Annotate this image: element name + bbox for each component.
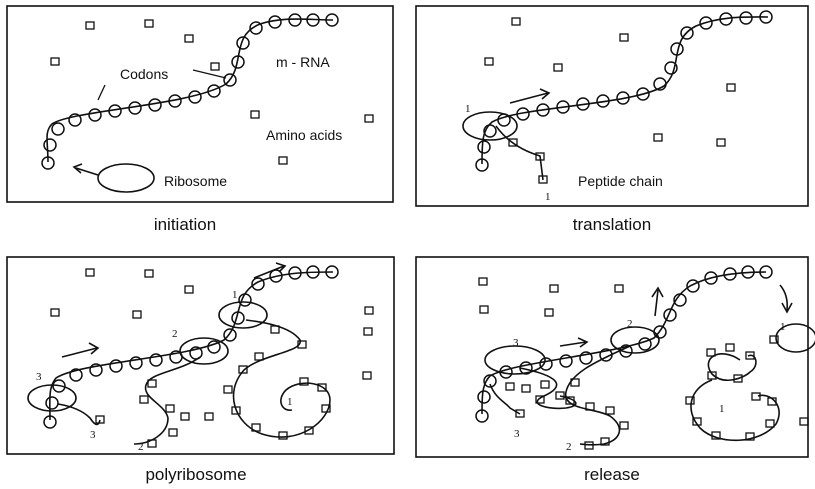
label-amino-acids: Amino acids (266, 127, 342, 143)
peptide-number: 3 (514, 428, 520, 440)
caption-translation: translation (573, 215, 651, 234)
label-mrna: m - RNA (276, 54, 330, 70)
peptide-residues (686, 344, 776, 440)
amino-acids (485, 18, 735, 146)
peptide-chain (234, 320, 330, 437)
peptide-residues (566, 379, 628, 449)
panel-initiation-text: Codons m - RNA Amino acids Ribosome init… (120, 54, 342, 234)
peptide-chain (58, 404, 100, 424)
codon-pointer (193, 70, 226, 78)
peptide-number: 2 (566, 441, 572, 453)
ribosome-number: 2 (172, 328, 178, 340)
peptide-residues (506, 381, 564, 403)
caption-initiation: initiation (154, 215, 216, 234)
panel-release-text: 3 2 1 3 2 1 release (513, 318, 786, 484)
ribosome-icon (611, 327, 659, 353)
codons (42, 14, 338, 169)
ribosome-number: 1 (780, 321, 786, 333)
peptide-chain (566, 346, 630, 445)
ribosome-number: 3 (36, 371, 42, 383)
panel-translation-text: 1 1 Peptide chain translation (465, 103, 663, 234)
peptide-number: 1 (545, 191, 551, 203)
panel-release (416, 257, 815, 457)
ribosome-icon (463, 112, 517, 140)
ribosome-icon (98, 164, 154, 192)
peptide-number: 3 (90, 429, 96, 441)
ribosome-icon (485, 346, 545, 374)
ribosome-number: 2 (627, 318, 633, 330)
codon-pointer (98, 85, 105, 100)
mrna-strand (482, 272, 766, 414)
label-codons: Codons (120, 66, 168, 82)
peptide-chain (134, 357, 200, 444)
codons (44, 266, 338, 428)
arrow (655, 290, 658, 316)
peptide-number: 1 (719, 403, 725, 415)
label-peptide-chain: Peptide chain (578, 173, 663, 189)
panel-polyribosome (7, 257, 394, 454)
caption-polyribosome: polyribosome (145, 465, 246, 484)
ribosome-number: 1 (465, 103, 471, 115)
ribosome-number: 3 (513, 337, 519, 349)
label-ribosome: Ribosome (164, 173, 227, 189)
ribosome-number: 1 (232, 289, 238, 301)
peptide-number: 2 (138, 441, 144, 453)
peptide-residues (224, 326, 330, 439)
peptide-number: 1 (287, 396, 293, 408)
peptide-residues (140, 380, 213, 447)
caption-release: release (584, 465, 640, 484)
